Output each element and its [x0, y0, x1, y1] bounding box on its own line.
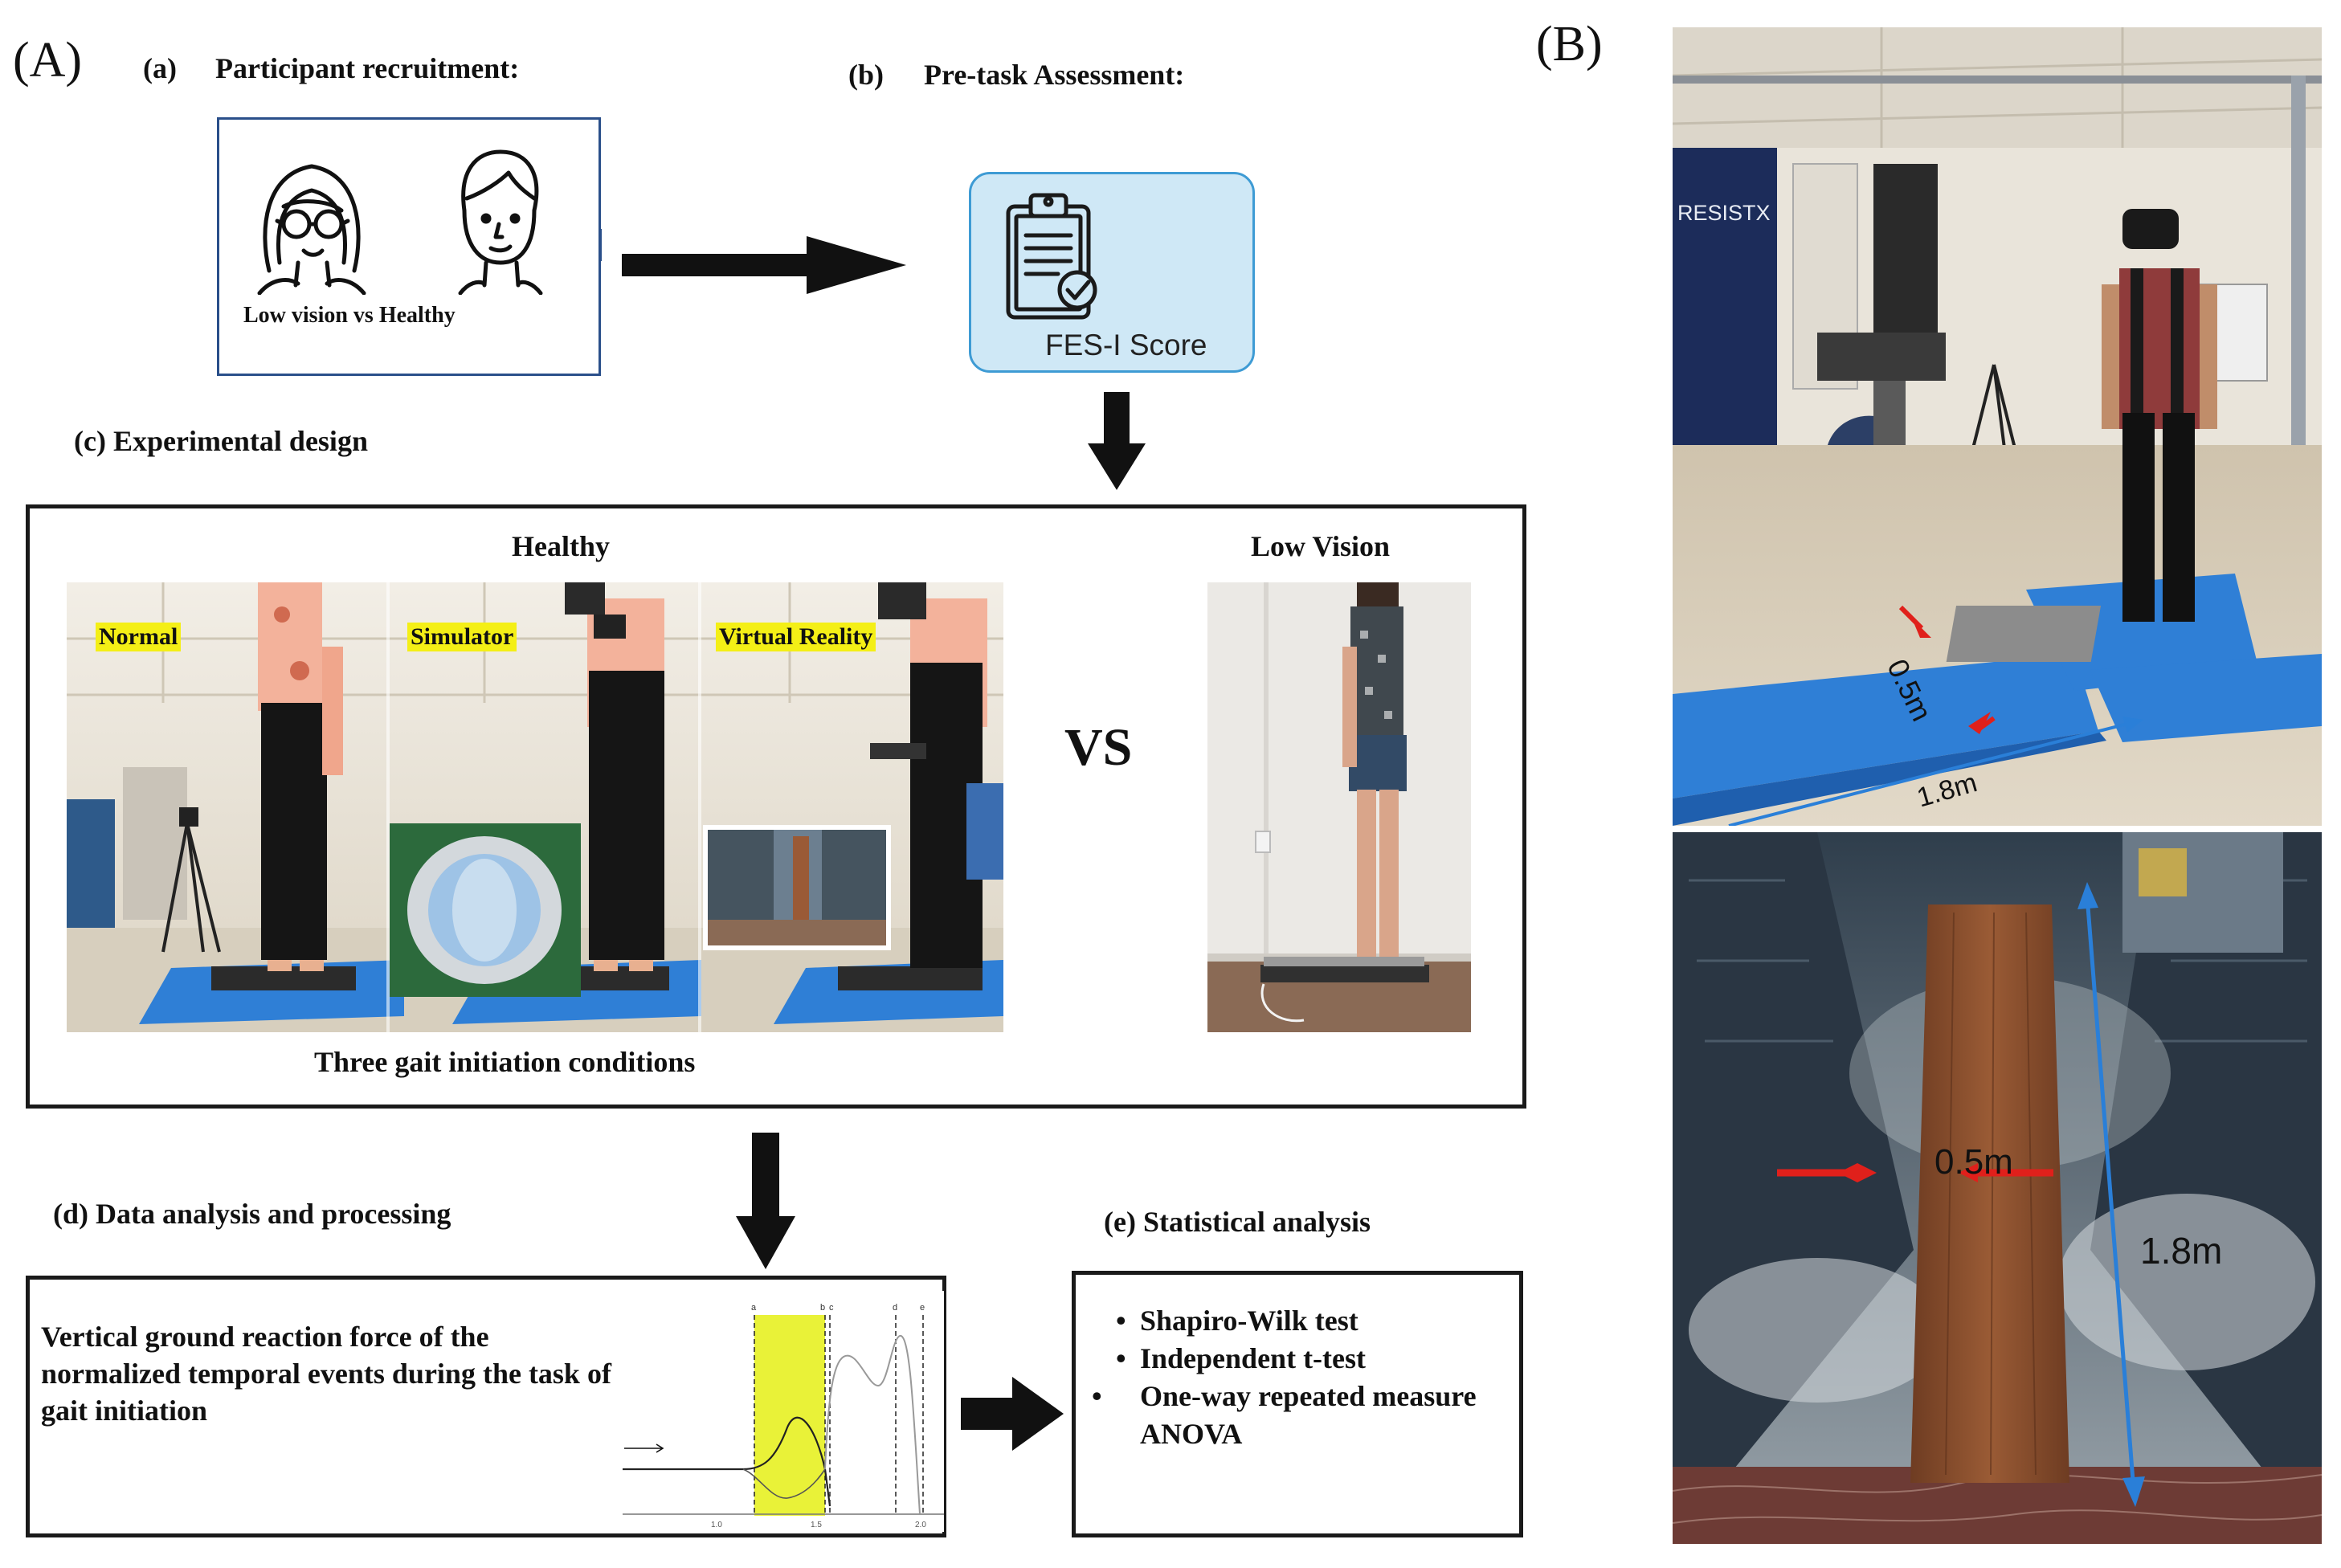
recruitment-title: Participant recruitment: — [215, 52, 520, 84]
panel-label-b: (B) — [1536, 17, 1603, 71]
resistx-banner-text: RESISTX — [1677, 201, 1771, 225]
lab-setup-scene: RESISTX — [1673, 27, 2322, 826]
low-vision-photo — [1207, 582, 1471, 1032]
arrow-down-icon-2 — [736, 1133, 795, 1269]
condition-label-simulator: Simulator — [407, 623, 517, 651]
experimental-box: Healthy Low Vision — [26, 504, 1526, 1109]
analysis-box: Vertical ground reaction force of the no… — [26, 1276, 946, 1537]
arrow-right-icon-2 — [961, 1377, 1064, 1451]
stat-item-ttest: •Independent t-test — [1116, 1342, 1367, 1374]
fes-i-label: FES-I Score — [1045, 329, 1207, 361]
event-d: d — [893, 1303, 897, 1313]
stat-item-anova: •One-way repeated measure ANOVA — [1092, 1380, 1477, 1450]
low-vision-participant-figure — [1207, 582, 1471, 1032]
woman-simulator-figure — [565, 582, 664, 971]
arrow-down-icon — [1088, 392, 1146, 490]
healthy-conditions-photo: Normal Simulator Virtual Reality — [67, 582, 1003, 1032]
panel-label-a: (A) — [13, 33, 83, 88]
x-tick-1: 1.0 — [711, 1521, 722, 1529]
event-a: a — [751, 1303, 757, 1313]
participant-with-vr-headset — [2102, 209, 2217, 622]
vr-plank-scene — [1673, 832, 2322, 1544]
statistics-title: (e) Statistical analysis — [1104, 1206, 1371, 1238]
clipboard-check-icon — [1006, 193, 1097, 320]
event-c: c — [829, 1303, 834, 1313]
pretask-title: Pre-task Assessment: — [924, 59, 1185, 91]
vr-length-label: 1.8m — [2140, 1230, 2223, 1272]
pretask-letter: (b) — [848, 59, 884, 91]
woman-vr-figure — [870, 582, 1003, 968]
arrow-right-icon — [622, 236, 906, 294]
condition-label-virtual-reality: Virtual Reality — [716, 623, 876, 651]
healthy-label: Healthy — [512, 530, 610, 562]
x-tick-2: 1.5 — [811, 1521, 822, 1529]
grf-chart: a b c d e 1.0 1.5 2.0 — [623, 1291, 944, 1532]
recruitment-letter: (a) — [143, 52, 177, 84]
stat-item-shapiro: •Shapiro-Wilk test — [1116, 1305, 1358, 1337]
fes-i-card: FES-I Score — [969, 172, 1255, 373]
lab-photo-strip — [67, 582, 1003, 1032]
x-tick-3: 2.0 — [915, 1521, 926, 1529]
statistics-list: •Shapiro-Wilk test •Independent t-test •… — [1092, 1302, 1501, 1453]
healthy-man-icon — [458, 149, 543, 295]
vr-environment-photo: 0.5m 1.8m — [1673, 832, 2322, 1544]
lab-setup-photo: RESISTX — [1673, 27, 2322, 826]
statistics-box: •Shapiro-Wilk test •Independent t-test •… — [1072, 1271, 1523, 1537]
condition-label-normal: Normal — [96, 623, 182, 651]
low-vision-label: Low Vision — [1251, 530, 1391, 562]
event-e: e — [920, 1303, 925, 1313]
recruitment-caption: Low vision vs Healthy — [243, 303, 456, 328]
event-b: b — [820, 1303, 825, 1313]
low-vision-woman-icon — [257, 164, 366, 295]
recruitment-box: Low vision vs Healthy — [217, 117, 602, 376]
vr-width-label: 0.5m — [1934, 1142, 2013, 1182]
analysis-text: Vertical ground reaction force of the no… — [41, 1321, 611, 1427]
analysis-title: (d) Data analysis and processing — [53, 1198, 451, 1230]
box-tab — [599, 229, 602, 261]
vs-label: VS — [1064, 718, 1133, 777]
conditions-caption: Three gait initiation conditions — [314, 1046, 696, 1078]
woman-normal-figure — [258, 582, 343, 971]
experimental-title: (c) Experimental design — [74, 425, 368, 457]
